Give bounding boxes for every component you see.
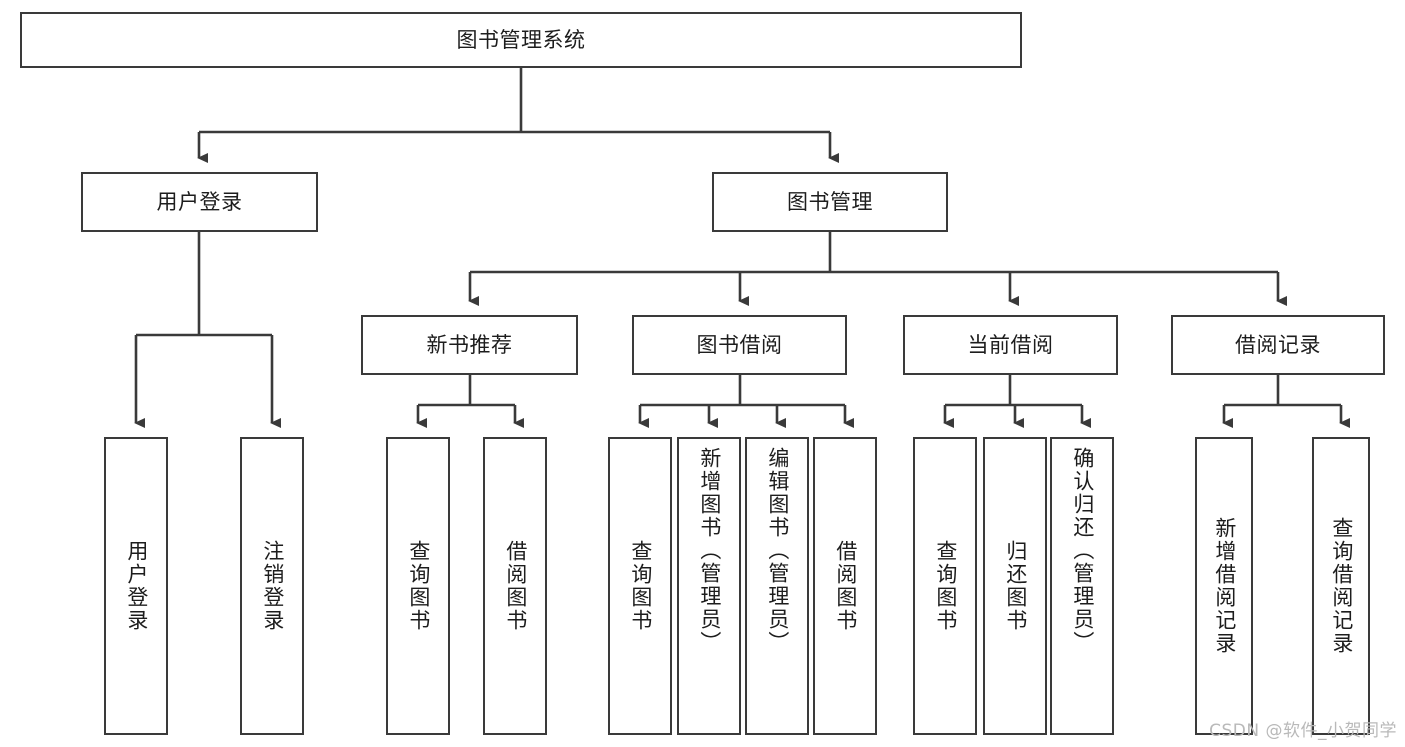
node-current-borrow[interactable]: 当前借阅 (903, 315, 1118, 375)
leaf-borrow-book-recommend[interactable]: 借阅图书 (483, 437, 547, 735)
node-borrow-record[interactable]: 借阅记录 (1171, 315, 1385, 375)
leaf-query-book-current-label: 查询图书 (933, 540, 958, 632)
node-new-book-recommend-label: 新书推荐 (426, 332, 513, 357)
leaf-query-book-borrow-label: 查询图书 (628, 540, 653, 632)
leaf-borrow-book-recommend-label: 借阅图书 (503, 540, 528, 632)
node-root[interactable]: 图书管理系统 (20, 12, 1022, 68)
node-book-borrow-label: 图书借阅 (696, 332, 783, 357)
node-user-login[interactable]: 用户登录 (81, 172, 318, 232)
leaf-add-book[interactable]: 新增图书（管理员） (677, 437, 741, 735)
leaf-confirm-return-label: 确认归还（管理员） (1070, 447, 1095, 654)
node-book-manage-label: 图书管理 (787, 189, 873, 214)
node-borrow-record-label: 借阅记录 (1235, 332, 1321, 357)
leaf-confirm-return[interactable]: 确认归还（管理员） (1050, 437, 1114, 735)
leaf-query-book-recommend-label: 查询图书 (406, 540, 431, 632)
leaf-query-borrow-record-label: 查询借阅记录 (1329, 517, 1354, 655)
csdn-watermark: CSDN @软件_小贺同学 (1209, 721, 1397, 741)
leaf-return-book[interactable]: 归还图书 (983, 437, 1047, 735)
leaf-add-borrow-record-label: 新增借阅记录 (1212, 517, 1237, 655)
leaf-edit-book[interactable]: 编辑图书（管理员） (745, 437, 809, 735)
node-book-borrow[interactable]: 图书借阅 (632, 315, 847, 375)
leaf-user-login[interactable]: 用户登录 (104, 437, 168, 735)
leaf-add-borrow-record[interactable]: 新增借阅记录 (1195, 437, 1253, 735)
leaf-query-borrow-record[interactable]: 查询借阅记录 (1312, 437, 1370, 735)
leaf-user-logout-label: 注销登录 (260, 540, 285, 632)
node-book-manage[interactable]: 图书管理 (712, 172, 948, 232)
leaf-edit-book-label: 编辑图书（管理员） (765, 447, 790, 654)
node-current-borrow-label: 当前借阅 (967, 332, 1054, 357)
node-root-label: 图书管理系统 (456, 27, 586, 52)
leaf-query-book-recommend[interactable]: 查询图书 (386, 437, 450, 735)
leaf-query-book-borrow[interactable]: 查询图书 (608, 437, 672, 735)
leaf-borrow-book[interactable]: 借阅图书 (813, 437, 877, 735)
leaf-return-book-label: 归还图书 (1003, 540, 1028, 632)
node-user-login-label: 用户登录 (156, 189, 243, 214)
leaf-add-book-label: 新增图书（管理员） (697, 447, 722, 654)
node-new-book-recommend[interactable]: 新书推荐 (361, 315, 578, 375)
leaf-query-book-current[interactable]: 查询图书 (913, 437, 977, 735)
leaf-user-logout[interactable]: 注销登录 (240, 437, 304, 735)
leaf-borrow-book-label: 借阅图书 (833, 540, 858, 632)
leaf-user-login-label: 用户登录 (124, 540, 149, 632)
